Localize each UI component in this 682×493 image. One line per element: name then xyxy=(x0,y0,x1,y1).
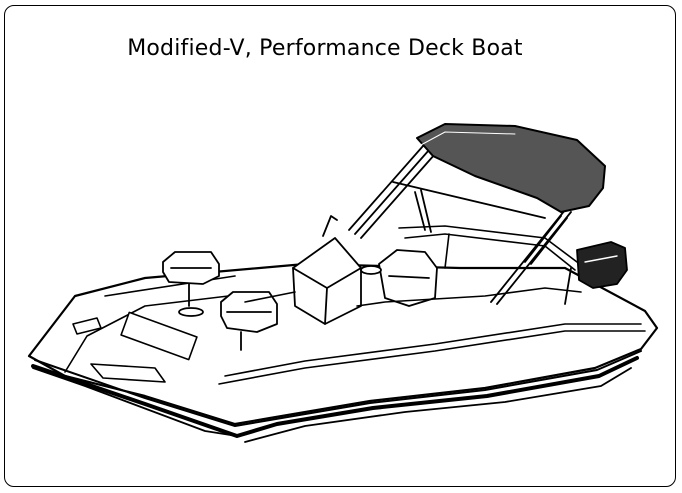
bimini-top xyxy=(416,123,606,213)
bimini-frame xyxy=(348,145,572,305)
bimini-seam xyxy=(418,131,516,147)
illustration-card: Modified-V, Performance Deck Boat xyxy=(4,5,676,487)
cockpit-walls xyxy=(244,225,586,307)
page-title: Modified-V, Performance Deck Boat xyxy=(127,36,523,61)
boat-hull xyxy=(27,262,659,443)
outboard-motor xyxy=(564,241,628,305)
deck-boat-illustration xyxy=(27,123,659,443)
boat-seats xyxy=(162,249,438,351)
bow-deck xyxy=(72,275,236,383)
